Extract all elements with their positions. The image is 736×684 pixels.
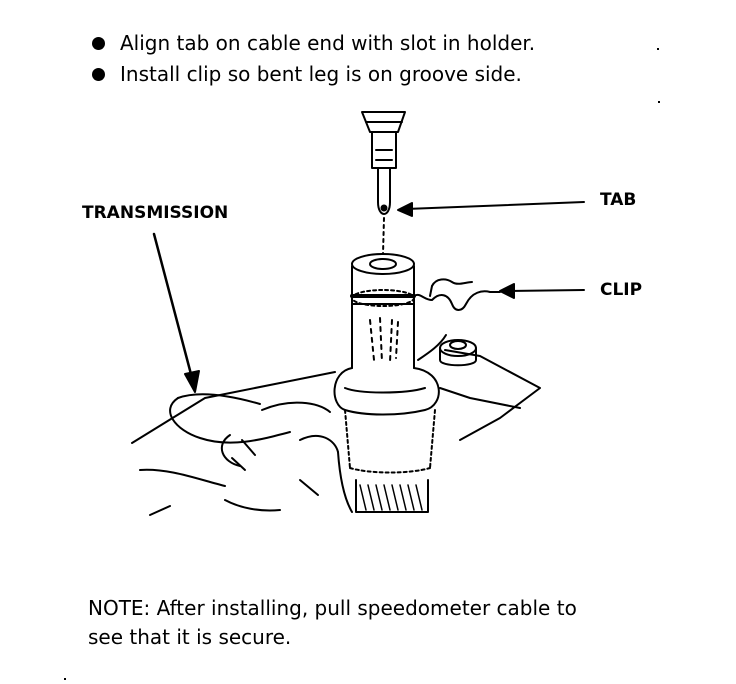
instruction-text: Align tab on cable end with slot in hold… (120, 31, 536, 55)
bullet-icon (92, 37, 105, 50)
instruction-item: Align tab on cable end with slot in hold… (88, 28, 535, 59)
note-line: NOTE: After installing, pull speedometer… (88, 596, 577, 620)
scan-speck (64, 678, 66, 680)
instruction-list: Align tab on cable end with slot in hold… (88, 28, 535, 90)
instruction-item: Install clip so bent leg is on groove si… (88, 59, 535, 90)
scan-speck (658, 101, 660, 103)
scan-speck (657, 48, 659, 50)
note-text: NOTE: After installing, pull speedometer… (88, 594, 577, 652)
cable-end (361, 111, 406, 255)
bullet-icon (92, 68, 105, 81)
clip-arrow (499, 283, 585, 299)
mounting-bolt (417, 334, 477, 367)
transmission-housing (131, 349, 541, 516)
retaining-clip (413, 278, 501, 311)
tab-label: TAB (600, 190, 637, 210)
clip-label: CLIP (600, 280, 643, 300)
tab-arrow (397, 201, 585, 217)
gear-holder (333, 253, 440, 513)
transmission-label: TRANSMISSION (82, 203, 229, 223)
transmission-arrow (152, 232, 200, 393)
note-line: see that it is secure. (88, 625, 292, 649)
instruction-text: Install clip so bent leg is on groove si… (120, 62, 522, 86)
